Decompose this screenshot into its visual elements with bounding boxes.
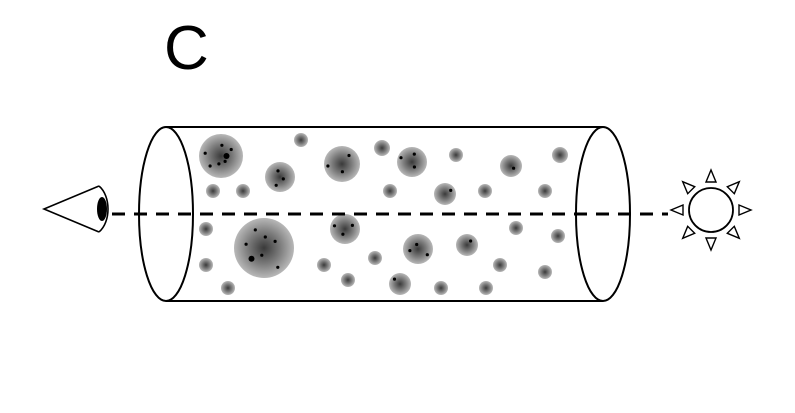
particle	[552, 147, 568, 163]
particle-dot	[208, 164, 212, 168]
sun-ray	[681, 225, 696, 240]
sun-ray	[704, 168, 718, 183]
particle-dot	[392, 277, 397, 281]
particle-dot	[273, 239, 277, 243]
particle	[236, 184, 250, 198]
particle	[374, 140, 390, 156]
particle-dot	[412, 152, 416, 156]
particle-dot	[276, 265, 280, 269]
particle	[478, 184, 492, 198]
sun-icon	[669, 168, 753, 252]
sun-ray	[738, 203, 753, 217]
particle-dot	[229, 147, 233, 152]
particle-dot	[220, 143, 224, 147]
panel-label: C	[164, 14, 209, 83]
particle	[389, 273, 411, 295]
particle-dot	[276, 169, 280, 173]
particle-dot	[412, 165, 416, 169]
particle	[206, 184, 220, 198]
particle	[368, 251, 382, 265]
particle	[456, 234, 478, 256]
sun-ray	[704, 237, 718, 252]
eye-icon	[41, 185, 109, 233]
particle-dot	[244, 242, 248, 246]
particle-dot	[511, 166, 516, 170]
particle	[199, 222, 213, 236]
particle	[341, 273, 355, 287]
particle-dot	[425, 253, 429, 257]
particle	[383, 184, 397, 198]
particle-dot	[223, 153, 230, 159]
particle	[265, 162, 295, 192]
particle-dot	[274, 183, 278, 187]
particle-dot	[223, 159, 227, 163]
particle	[551, 229, 565, 243]
particle-dot	[203, 151, 207, 155]
particle	[509, 221, 523, 235]
particle	[199, 134, 243, 178]
particle-dot	[332, 224, 337, 228]
particle-dot	[469, 239, 473, 243]
particle-dot	[260, 253, 264, 257]
sun-ray	[726, 225, 741, 240]
particle	[538, 265, 552, 279]
particle-dot	[263, 235, 267, 239]
particle-dot	[326, 164, 330, 168]
particle	[434, 281, 448, 295]
particle	[538, 184, 552, 198]
particles	[199, 133, 568, 295]
particle-dot	[281, 177, 285, 181]
particle-dot	[350, 223, 354, 227]
particle	[330, 214, 360, 244]
particle-dot	[347, 153, 351, 158]
particle	[479, 281, 493, 295]
particle	[397, 147, 427, 177]
particle	[493, 258, 507, 272]
particle	[449, 148, 463, 162]
particle	[199, 258, 213, 272]
particle-dot	[415, 242, 419, 247]
sun-ray	[726, 180, 741, 195]
sun-ray	[669, 203, 684, 217]
particle-dot	[449, 188, 453, 192]
particle	[434, 183, 456, 205]
particle	[500, 155, 522, 177]
particle-dot	[340, 170, 344, 174]
particle	[221, 281, 235, 295]
particle-dot	[341, 232, 345, 236]
particle	[324, 146, 360, 182]
sun-ray	[681, 180, 696, 195]
particle-dot	[217, 162, 221, 166]
particle-dot	[408, 249, 412, 253]
particle	[294, 133, 308, 147]
particle	[403, 234, 433, 264]
particle	[317, 258, 331, 272]
particle-dot	[248, 255, 255, 262]
particle	[234, 218, 294, 278]
particle-dot	[399, 156, 403, 160]
particle-dot	[253, 228, 257, 232]
